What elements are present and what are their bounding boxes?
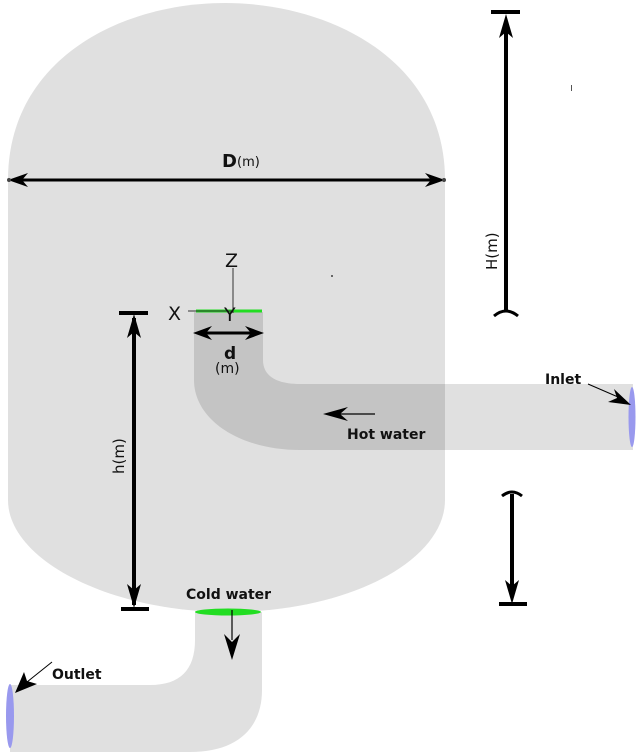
outlet-pipe — [10, 612, 262, 752]
outlet-port — [6, 684, 14, 748]
stray-mark — [571, 85, 572, 91]
inlet-height-label: h(m) — [110, 438, 128, 474]
tank-height-label: H(m) — [483, 232, 501, 270]
inlet-pipe-inner — [194, 312, 445, 450]
stray-mark — [331, 275, 333, 277]
pipe-diameter-label: d — [224, 344, 236, 364]
coordinate-axes — [188, 268, 234, 313]
cold-water-port — [195, 608, 261, 616]
hot-water-label: Hot water — [347, 427, 425, 443]
tank-diameter-dimension — [7, 173, 446, 187]
tank-diameter-unit: (m) — [237, 155, 260, 170]
tank-diameter-label: D — [222, 151, 237, 172]
outlet-label: Outlet — [52, 667, 102, 683]
inlet-label: Inlet — [545, 372, 581, 388]
outlet-pointer-arrow — [15, 661, 53, 693]
axis-z-label: Z — [225, 250, 238, 272]
inlet-height-dimension — [119, 311, 149, 611]
hot-water-flow-arrow — [323, 407, 375, 421]
axis-y-label: Y — [223, 304, 236, 326]
inlet-port — [628, 387, 636, 447]
axis-x-label: X — [168, 303, 181, 325]
pipe-diameter-unit: (m) — [215, 361, 240, 377]
lower-right-dimension — [499, 490, 527, 606]
cold-water-label: Cold water — [186, 587, 271, 603]
tank-height-dimension — [491, 10, 520, 318]
tank-body — [8, 3, 445, 612]
pipe-diameter-dimension — [193, 326, 264, 340]
cold-water-flow-arrow — [224, 610, 240, 660]
inlet-pipe-outer — [445, 384, 633, 450]
inlet-pointer-arrow — [587, 383, 631, 405]
